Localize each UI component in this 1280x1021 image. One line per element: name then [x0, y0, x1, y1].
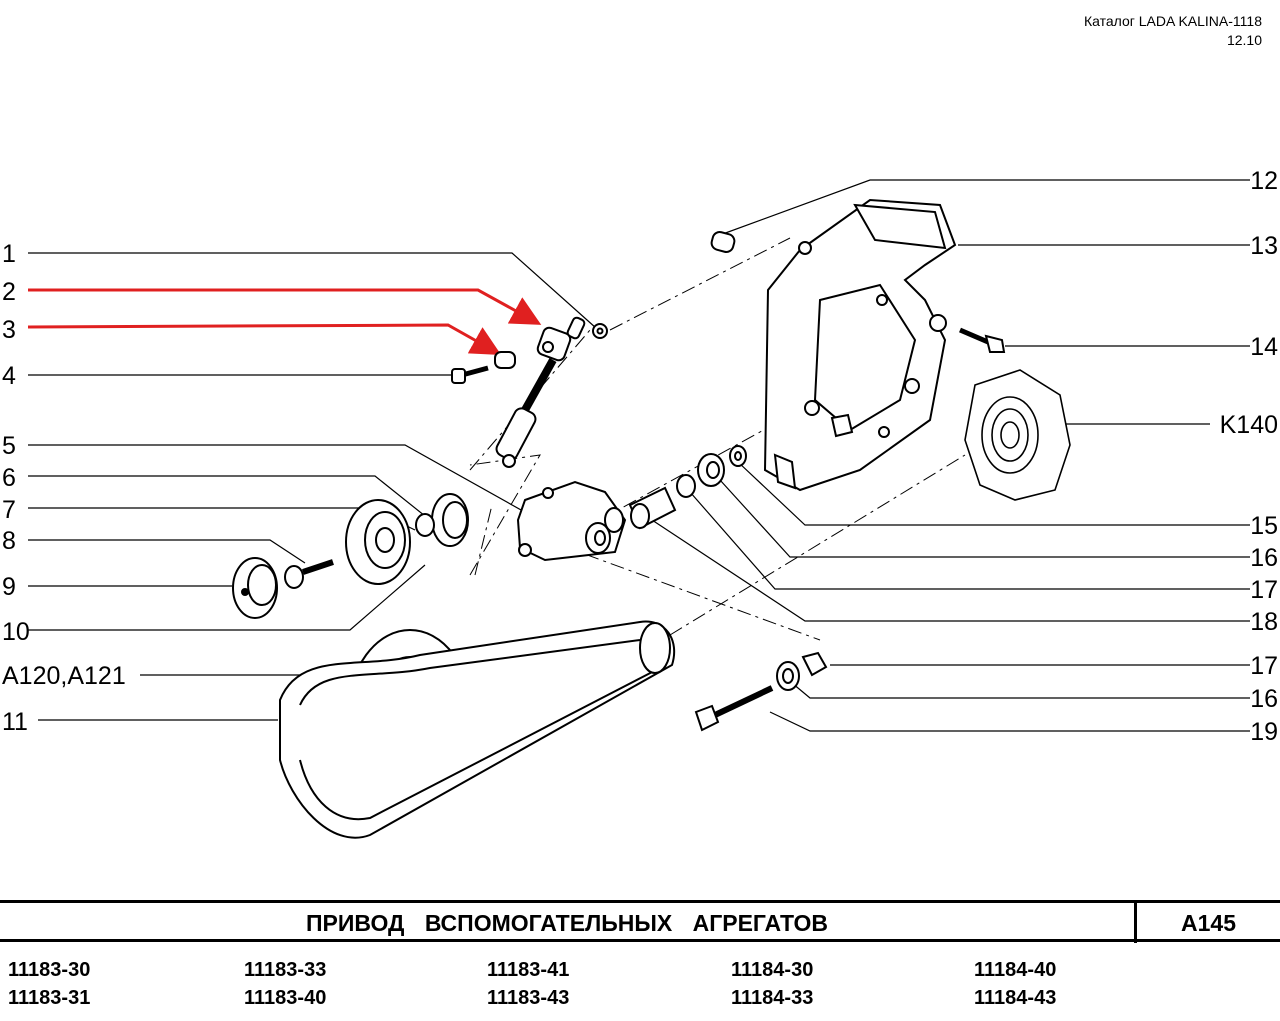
alternator	[964, 369, 1071, 501]
right-callouts: 12 13 14 K140 15 16 17 18 17 16 19	[1220, 167, 1278, 746]
callout-right: 15	[1250, 512, 1278, 540]
drive-belt-and-crank-pulley	[279, 620, 676, 839]
model-code: 11183-30	[8, 959, 91, 981]
highlight-arrows	[27, 288, 542, 355]
model-code: 11184-40	[974, 959, 1057, 981]
model-code: 11183-31	[8, 987, 91, 1009]
title-bar: ПРИВОД ВСПОМОГАТЕЛЬНЫХ АГРЕГАТОВ A145	[0, 900, 1280, 943]
callout-left: 11	[2, 708, 28, 736]
callout-left: 10	[2, 618, 30, 646]
model-code: 11183-41	[487, 959, 570, 981]
spacers-washers	[604, 445, 747, 533]
catalog-name: Каталог LADA KALINA-1118	[1083, 13, 1262, 29]
callout-left: 5	[2, 432, 16, 460]
callout-left: 4	[2, 362, 16, 390]
title-divider	[1134, 903, 1137, 943]
model-code: 11183-43	[487, 987, 570, 1009]
callout-right: 18	[1250, 608, 1278, 636]
model-code: 11184-33	[731, 987, 814, 1009]
tensioner-rod	[451, 316, 586, 468]
callout-right: 19	[1250, 718, 1278, 746]
bottom-bolt-assembly	[694, 651, 828, 732]
callout-right: 13	[1250, 232, 1278, 260]
model-code: 11183-40	[244, 987, 327, 1009]
exploded-parts-diagram: 1 2 3 4 5 6 7 8 9 10 A120,A121 11 12 13 …	[2, 167, 1278, 839]
right-leader-lines	[651, 179, 1250, 732]
callout-left: 1	[2, 240, 16, 268]
callout-right: 17	[1250, 576, 1278, 604]
callout-right: 14	[1250, 333, 1278, 361]
catalog-date: 12.10	[1226, 32, 1262, 48]
model-code: 11184-30	[731, 959, 814, 981]
model-code: 11184-43	[974, 987, 1057, 1009]
callout-left: 6	[2, 464, 16, 492]
callout-right: K140	[1220, 411, 1278, 439]
idler-pulley-assembly	[232, 493, 469, 619]
callout-right: 17	[1250, 652, 1278, 680]
page-title: ПРИВОД ВСПОМОГАТЕЛЬНЫХ АГРЕГАТОВ	[306, 910, 828, 936]
catalog-header: Каталог LADA KALINA-1118 12.10	[1084, 12, 1262, 50]
left-leader-lines	[28, 252, 597, 721]
mounting-bracket	[763, 198, 957, 492]
left-callouts: 1 2 3 4 5 6 7 8 9 10 A120,A121 11	[2, 240, 126, 736]
callout-left: 8	[2, 527, 16, 555]
model-code: 11183-33	[244, 959, 327, 981]
callout-left: 3	[2, 316, 16, 344]
callout-left: 7	[2, 496, 16, 524]
callout-right: 12	[1250, 167, 1278, 195]
top-small-parts	[592, 231, 1006, 353]
callout-left: 2	[2, 278, 16, 306]
callout-right: 16	[1250, 544, 1278, 572]
callout-left: 9	[2, 573, 16, 601]
section-code: A145	[1181, 910, 1236, 936]
callout-left: A120,A121	[2, 662, 126, 690]
tensioner-bracket	[516, 480, 627, 562]
callout-right: 16	[1250, 685, 1278, 713]
